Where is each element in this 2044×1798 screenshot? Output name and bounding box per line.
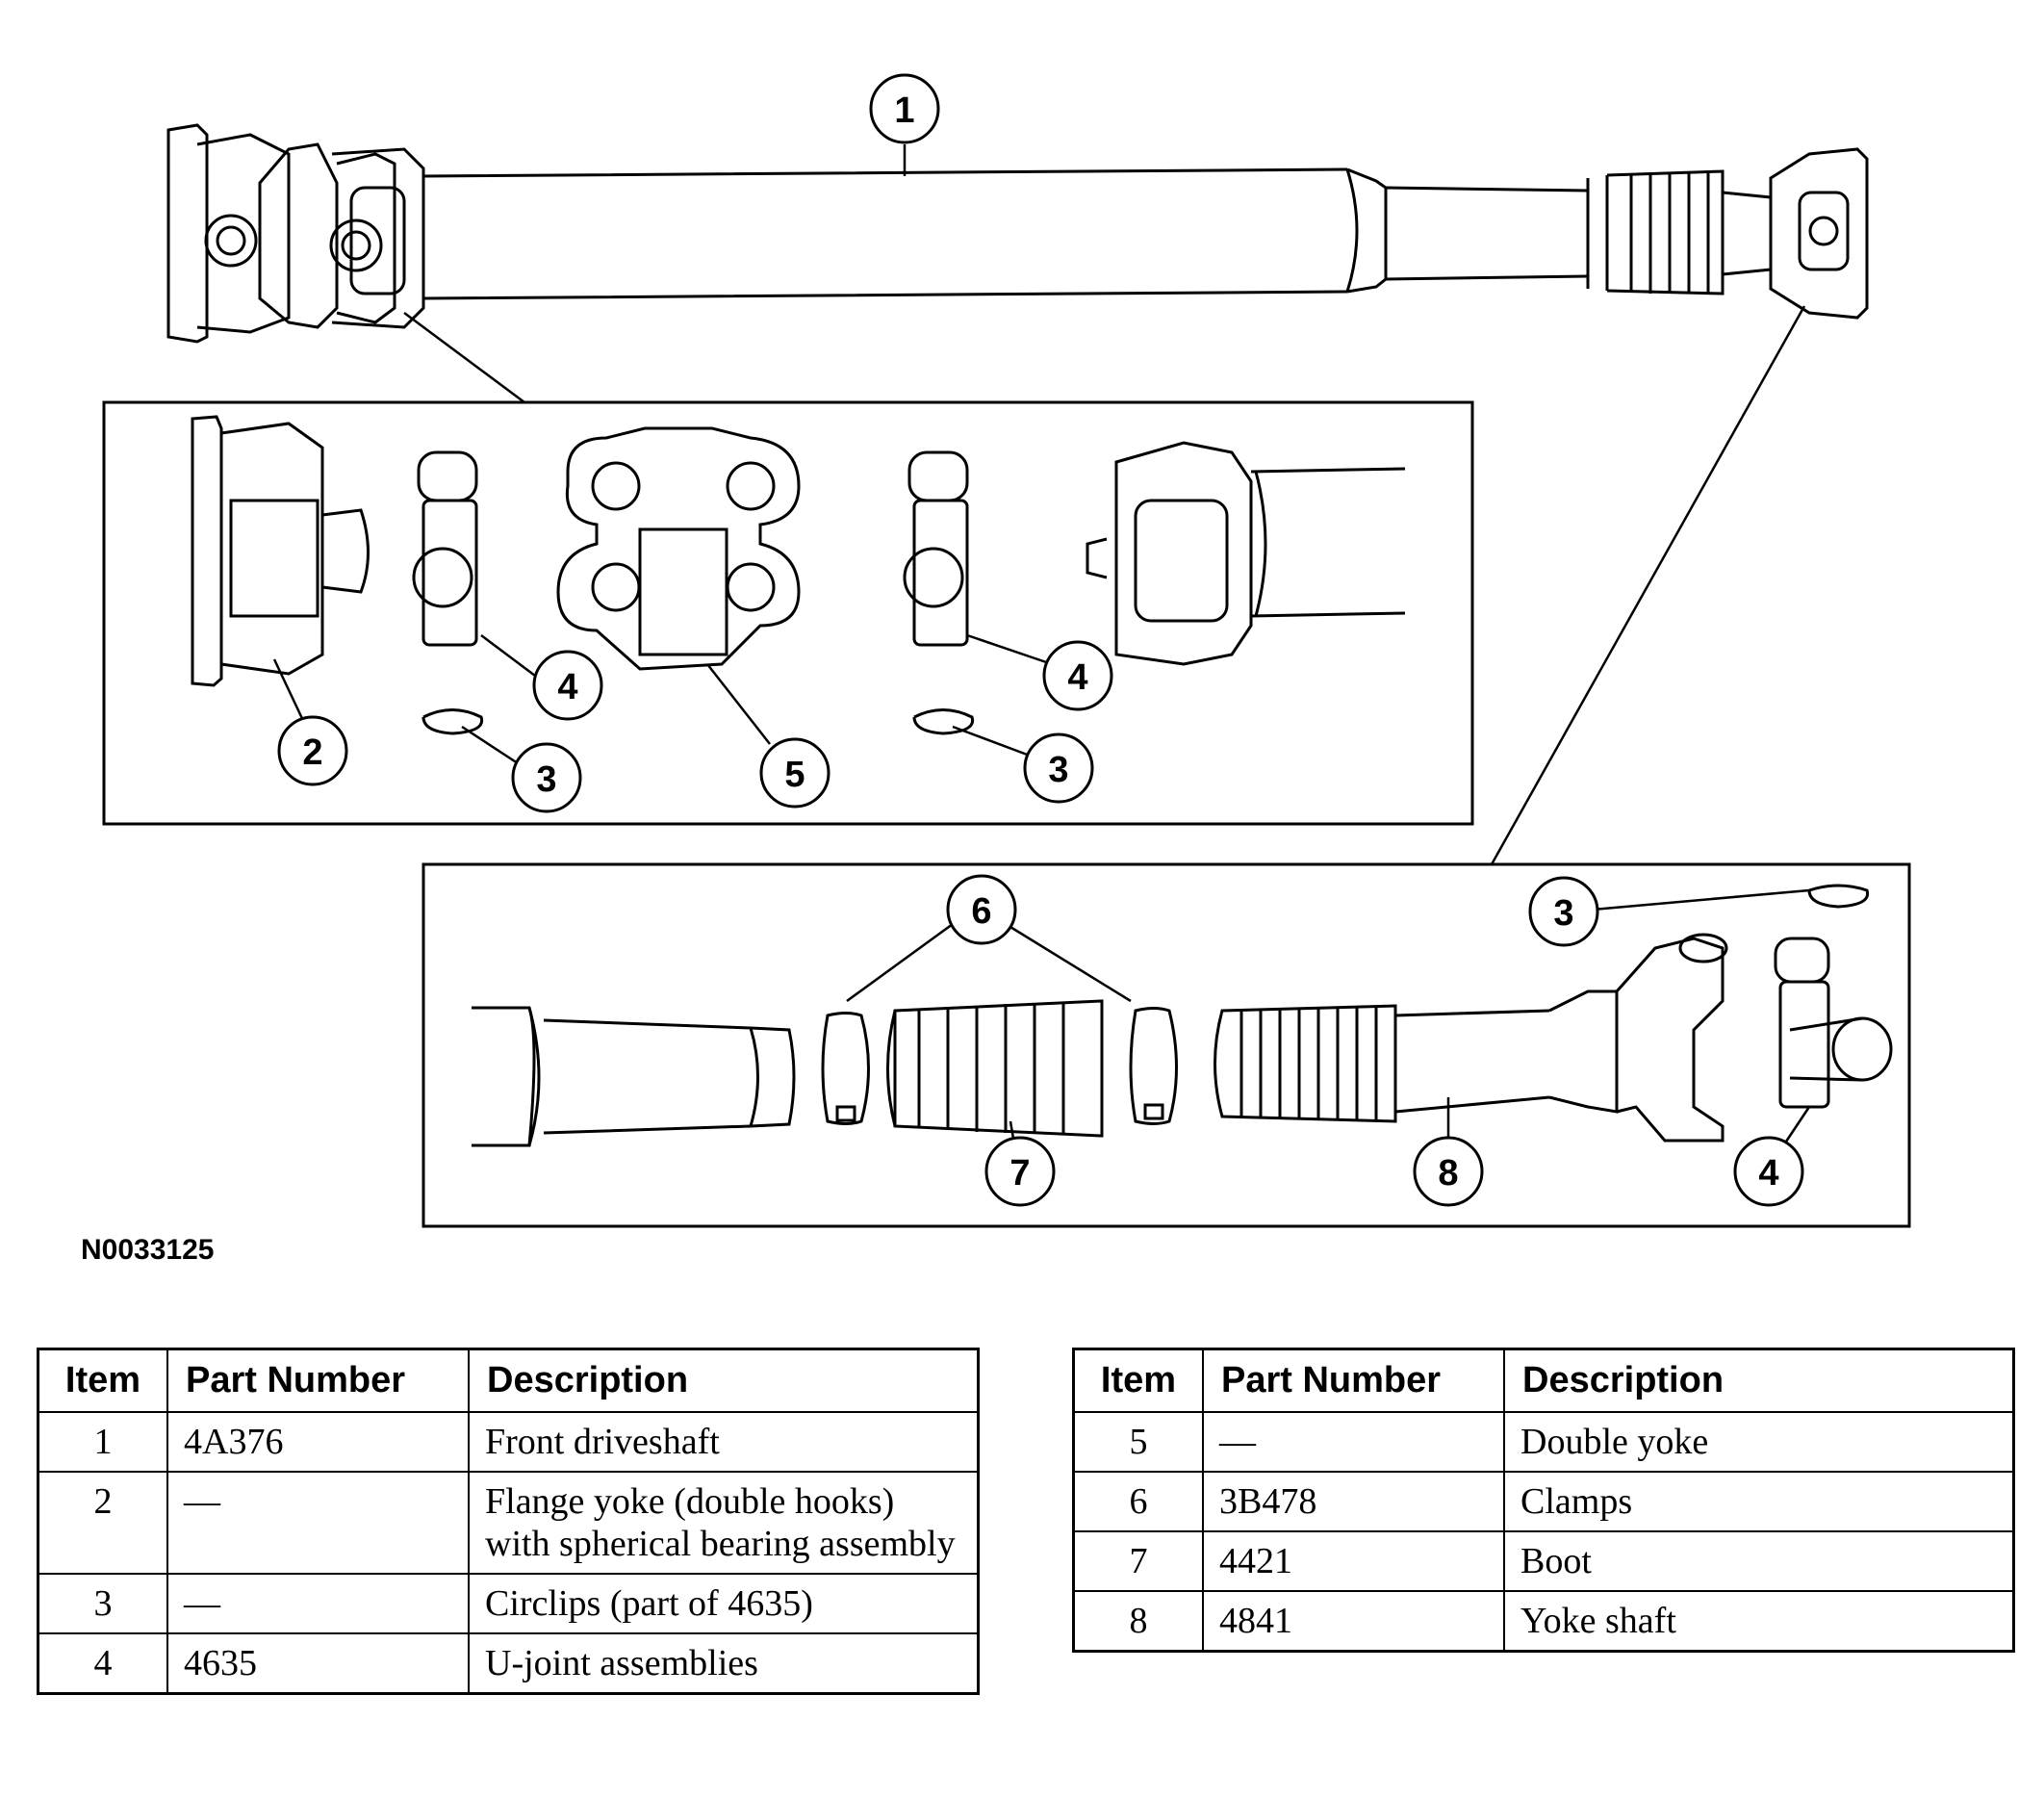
table-row: 2 — Flange yoke (double hooks) with sphe… — [37, 1471, 980, 1575]
cell-part-number: 4421 — [1202, 1530, 1505, 1592]
col-header-item: Item — [1072, 1348, 1204, 1413]
cell-item: 8 — [1072, 1590, 1204, 1653]
callout-2: 2 — [277, 715, 348, 786]
callout-4: 4 — [1042, 640, 1113, 711]
cell-part-number: — — [166, 1573, 470, 1634]
table-row: 6 3B478 Clamps — [1072, 1471, 2015, 1532]
svg-text:3: 3 — [536, 759, 556, 800]
table-header-row: Item Part Number Description — [1072, 1348, 2015, 1413]
inset-slip-yoke — [422, 862, 1911, 1228]
cell-item: 3 — [37, 1573, 168, 1634]
callout-1: 1 — [869, 73, 940, 144]
svg-text:4: 4 — [1067, 657, 1087, 698]
assembled-driveshaft — [166, 123, 1869, 344]
cell-description: Clamps — [1503, 1471, 2015, 1532]
cell-item: 5 — [1072, 1411, 1204, 1473]
svg-text:7: 7 — [1009, 1153, 1030, 1194]
svg-text:4: 4 — [1758, 1153, 1778, 1194]
cell-part-number: — — [166, 1471, 470, 1575]
callout-6: 6 — [946, 874, 1017, 945]
cell-part-number: 4635 — [166, 1632, 470, 1695]
cell-item: 4 — [37, 1632, 168, 1695]
cell-part-number: 4A376 — [166, 1411, 470, 1473]
callout-4: 4 — [1733, 1136, 1804, 1207]
leader-lines — [272, 144, 1811, 1151]
table-row: 3 — Circlips (part of 4635) — [37, 1573, 980, 1634]
table-row: 7 4421 Boot — [1072, 1530, 2015, 1592]
cell-description: Double yoke — [1503, 1411, 2015, 1473]
svg-text:2: 2 — [302, 732, 322, 773]
cell-item: 6 — [1072, 1471, 1204, 1532]
table-row: 4 4635 U-joint assemblies — [37, 1632, 980, 1695]
col-header-part-number: Part Number — [1202, 1348, 1505, 1413]
table-row: 1 4A376 Front driveshaft — [37, 1411, 980, 1473]
cell-item: 1 — [37, 1411, 168, 1473]
figure-id: N0033125 — [81, 1234, 215, 1266]
cell-description: Flange yoke (double hooks) with spherica… — [468, 1471, 980, 1575]
cell-description: Yoke shaft — [1503, 1590, 2015, 1653]
svg-text:1: 1 — [894, 90, 914, 131]
svg-text:8: 8 — [1438, 1153, 1458, 1194]
cell-description: Circlips (part of 4635) — [468, 1573, 980, 1634]
svg-text:4: 4 — [557, 667, 577, 707]
parts-table-right: Item Part Number Description 5 — Double … — [1072, 1348, 2015, 1653]
callouts: 1 2 4 3 5 4 3 6 7 8 3 4 — [277, 73, 1804, 1207]
col-header-item: Item — [37, 1348, 168, 1413]
svg-text:3: 3 — [1553, 893, 1573, 934]
callout-8: 8 — [1413, 1136, 1484, 1207]
inset-front-end — [102, 400, 1474, 826]
callout-7: 7 — [984, 1136, 1056, 1207]
cell-item: 7 — [1072, 1530, 1204, 1592]
cell-part-number: — — [1202, 1411, 1505, 1473]
parts-table-left: Item Part Number Description 1 4A376 Fro… — [37, 1348, 980, 1695]
col-header-part-number: Part Number — [166, 1348, 470, 1413]
table-row: 8 4841 Yoke shaft — [1072, 1590, 2015, 1653]
cell-part-number: 4841 — [1202, 1590, 1505, 1653]
callout-3: 3 — [511, 742, 582, 813]
col-header-description: Description — [1503, 1348, 2015, 1413]
callout-3: 3 — [1023, 732, 1094, 804]
svg-text:6: 6 — [971, 891, 991, 932]
cell-item: 2 — [37, 1471, 168, 1575]
table-row: 5 — Double yoke — [1072, 1411, 2015, 1473]
cell-description: Boot — [1503, 1530, 2015, 1592]
cell-part-number: 3B478 — [1202, 1471, 1505, 1532]
driveshaft-exploded-diagram: 1 2 4 3 5 4 3 6 7 8 3 4 — [102, 73, 1911, 1228]
callout-4: 4 — [532, 650, 603, 721]
cell-description: Front driveshaft — [468, 1411, 980, 1473]
callout-3: 3 — [1528, 876, 1599, 947]
table-header-row: Item Part Number Description — [37, 1348, 980, 1413]
cell-description: U-joint assemblies — [468, 1632, 980, 1695]
callout-5: 5 — [759, 737, 830, 809]
svg-text:3: 3 — [1048, 750, 1068, 790]
col-header-description: Description — [468, 1348, 980, 1413]
svg-text:5: 5 — [784, 755, 805, 795]
